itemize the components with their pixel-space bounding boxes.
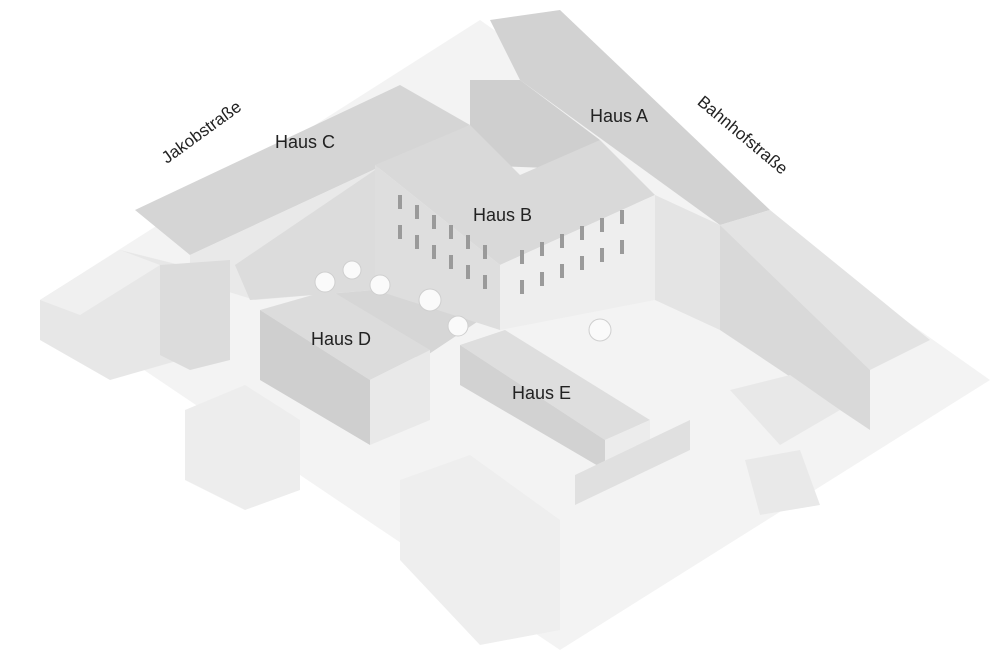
foreground-block-right	[745, 450, 820, 515]
stairwell-tower	[160, 260, 230, 370]
haus-b-wall-right	[500, 195, 655, 330]
neighbor-building-right-roof	[720, 210, 930, 370]
building-label-haus-c: Haus C	[275, 132, 336, 152]
haus-d-wall-right	[370, 350, 430, 445]
haus-b-wall-left	[375, 165, 500, 330]
foreground-block-left	[185, 385, 300, 510]
building-label-haus-e: Haus E	[512, 383, 572, 403]
foreground-wall	[575, 420, 690, 505]
haus-a-wall	[655, 195, 720, 330]
courtyard-trees	[314, 260, 612, 342]
neighbor-annex	[730, 375, 840, 445]
building-label-haus-b: Haus B	[473, 205, 533, 225]
building-label-haus-d: Haus D	[311, 329, 372, 349]
foreground-block-center	[400, 455, 560, 645]
haus-a-courtyard-wall	[470, 80, 600, 170]
haus-e-roof	[460, 330, 650, 440]
haus-b-roof	[375, 125, 655, 265]
building-label-haus-a: Haus A	[590, 106, 649, 126]
haus-d-roof	[260, 290, 430, 380]
haus-c-roof	[135, 85, 470, 255]
haus-b-windows	[398, 195, 624, 294]
haus-d-wall-left	[260, 310, 370, 445]
haus-c-courtyard-wall	[235, 170, 375, 300]
haus-e-wall	[460, 345, 605, 470]
neighbor-building-left-roof	[40, 250, 160, 315]
haus-a-roof	[490, 10, 770, 225]
neighbor-building-right-wall	[720, 225, 870, 430]
